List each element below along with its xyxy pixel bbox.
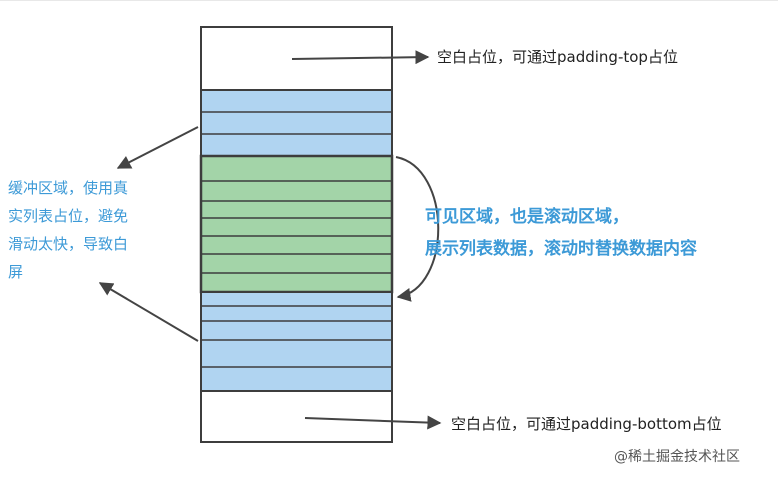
- buffer-annotation-line: 屏: [8, 263, 24, 281]
- arrow-bottom-buffer: [98, 282, 199, 342]
- top-padding-annotation: 空白占位，可通过padding-top占位: [437, 48, 678, 66]
- buffer-annotation-line: 缓冲区域，使用真: [8, 179, 129, 197]
- top-buffer-region: [200, 89, 393, 157]
- buffer-annotation-line: 实列表占位，避免: [8, 207, 129, 225]
- arrow-top-buffer: [116, 126, 199, 169]
- visible-region: [199, 154, 394, 294]
- buffer-annotation-line: 滑动太快，导致白: [8, 235, 129, 253]
- watermark: @稀土掘金技术社区: [614, 449, 740, 465]
- arrow-top-padding: [291, 50, 430, 65]
- bottom-padding-block: [200, 390, 393, 443]
- visible-annotation-line: 可见区域，也是滚动区域，: [425, 207, 629, 227]
- bottom-padding-annotation: 空白占位，可通过padding-bottom占位: [451, 415, 722, 433]
- buffer-region-annotation: 缓冲区域，使用真 实列表占位，避免 滑动太快，导致白 屏: [8, 174, 153, 286]
- arrow-bottom-padding: [304, 415, 442, 430]
- top-divider: [0, 0, 778, 1]
- arrow-scroll-curve: [395, 156, 440, 302]
- bottom-buffer-region: [200, 291, 393, 392]
- visible-annotation-line: 展示列表数据，滚动时替换数据内容: [425, 239, 697, 259]
- visible-region-annotation: 可见区域，也是滚动区域， 展示列表数据，滚动时替换数据内容: [425, 201, 697, 265]
